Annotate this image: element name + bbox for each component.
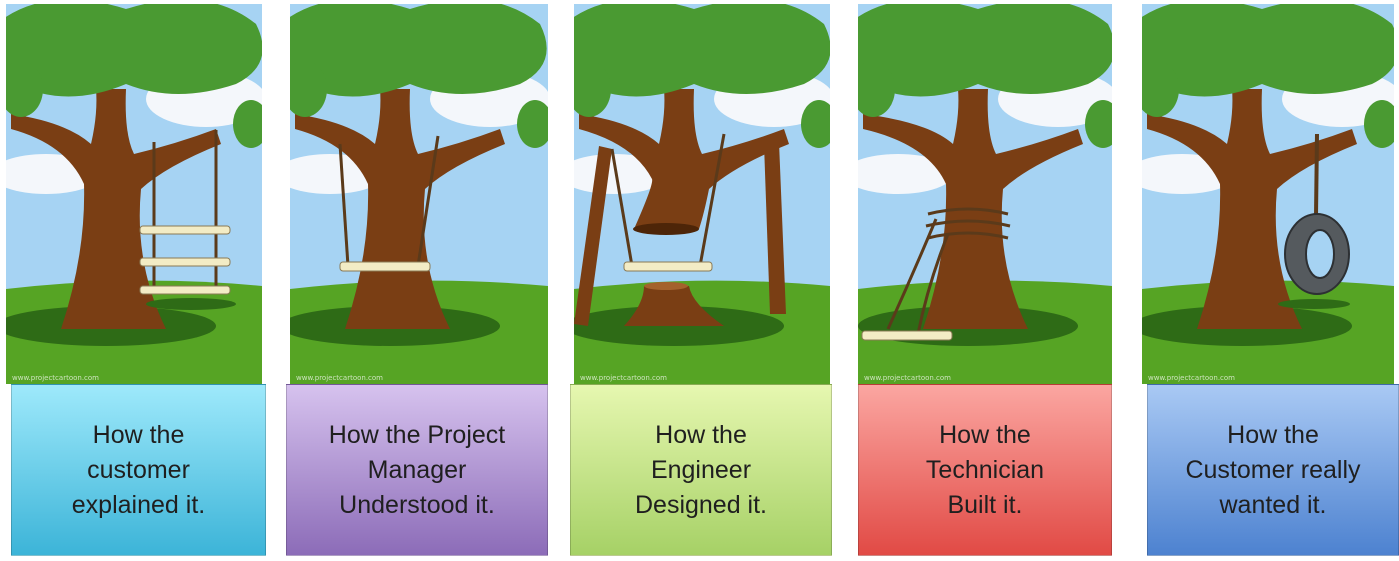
- caption-text: How the Technician Built it.: [925, 420, 1045, 519]
- tree-illustration: [6, 4, 262, 384]
- caption-text: How the Project Manager Understood it.: [328, 420, 506, 519]
- caption-box: How the customer explained it.: [11, 384, 266, 556]
- caption-text: How the Customer really wanted it.: [1185, 420, 1361, 519]
- watermark: www.projectcartoon.com: [1148, 374, 1235, 382]
- scene-rope-tied-to-trunk: www.projectcartoon.com: [858, 4, 1112, 384]
- caption-text: How the customer explained it.: [71, 420, 206, 519]
- caption-box: How the Project Manager Understood it.: [286, 384, 548, 556]
- scene-three-seat-swing: www.projectcartoon.com: [6, 4, 262, 384]
- tree-illustration: [574, 4, 830, 384]
- panel-customer-really-wanted: www.projectcartoon.com How the Customer …: [1142, 0, 1399, 561]
- watermark: www.projectcartoon.com: [12, 374, 99, 382]
- watermark: www.projectcartoon.com: [864, 374, 951, 382]
- panel-customer-explained: www.projectcartoon.com How the customer …: [6, 0, 266, 561]
- caption-box: How the Customer really wanted it.: [1147, 384, 1399, 556]
- tree-illustration: [290, 4, 548, 384]
- scene-cut-trunk-propped-swing: www.projectcartoon.com: [574, 4, 830, 384]
- tree-illustration: [858, 4, 1112, 384]
- watermark: www.projectcartoon.com: [580, 374, 667, 382]
- caption-text: How the Engineer Designed it.: [634, 420, 768, 519]
- watermark: www.projectcartoon.com: [296, 374, 383, 382]
- scene-swing-around-trunk: www.projectcartoon.com: [290, 4, 548, 384]
- caption-box: How the Technician Built it.: [858, 384, 1112, 556]
- panel-project-manager-understood: www.projectcartoon.com How the Project M…: [286, 0, 548, 561]
- panel-technician-built: www.projectcartoon.com How the Technicia…: [858, 0, 1112, 561]
- scene-tire-swing: www.projectcartoon.com: [1142, 4, 1394, 384]
- tree-illustration: [1142, 4, 1394, 384]
- caption-box: How the Engineer Designed it.: [570, 384, 832, 556]
- panel-engineer-designed: www.projectcartoon.com How the Engineer …: [570, 0, 832, 561]
